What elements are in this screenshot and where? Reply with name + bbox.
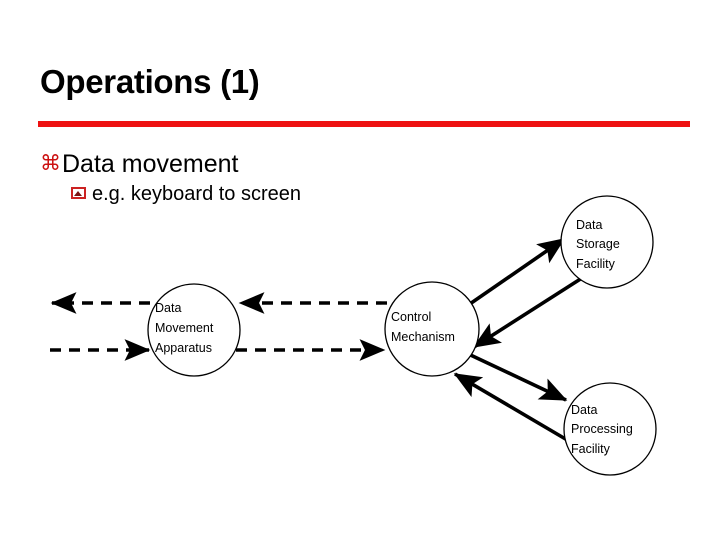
node-label-line-2: Storage bbox=[576, 237, 620, 251]
node-circle[interactable] bbox=[563, 382, 657, 476]
diagram-edges bbox=[50, 237, 583, 446]
node-data-movement-apparatus[interactable]: Data Movement Apparatus bbox=[147, 283, 241, 377]
boxed-caret-bullet-icon bbox=[70, 184, 92, 210]
node-control-mechanism[interactable]: Control Mechanism bbox=[384, 281, 480, 377]
node-label-line-3: Facility bbox=[571, 442, 611, 456]
node-label-line-1: Data bbox=[576, 218, 602, 232]
diagram-nodes: Data Movement Apparatus Control Mechanis… bbox=[147, 195, 657, 476]
node-label-line-2: Processing bbox=[571, 422, 633, 436]
title-divider-rule bbox=[38, 121, 690, 127]
node-label-line-2: Mechanism bbox=[391, 330, 455, 344]
list-item-data-movement: ⌘ Data movement bbox=[40, 150, 640, 179]
edge-control-to-storage bbox=[462, 237, 566, 310]
node-label-line-1: Data bbox=[571, 403, 597, 417]
list-item-example: e.g. keyboard to screen bbox=[70, 181, 640, 207]
node-circle[interactable] bbox=[384, 281, 480, 377]
edge-control-to-processing bbox=[461, 349, 568, 402]
bullet-list: ⌘ Data movement e.g. keyboard to screen bbox=[40, 150, 640, 207]
node-circle[interactable] bbox=[560, 195, 654, 289]
node-label-line-1: Control bbox=[391, 310, 431, 324]
page-title: Operations (1) bbox=[40, 63, 260, 100]
edge-processing-to-control bbox=[453, 372, 575, 446]
node-data-storage-facility[interactable]: Data Storage Facility bbox=[560, 195, 654, 289]
bullet-text-level2: e.g. keyboard to screen bbox=[92, 183, 302, 205]
bullet-caret-up-icon bbox=[74, 191, 82, 196]
command-bullet-icon: ⌘ bbox=[40, 152, 61, 175]
node-data-processing-facility[interactable]: Data Processing Facility bbox=[563, 382, 657, 476]
edge-storage-to-control bbox=[472, 276, 583, 349]
node-label-line-3: Apparatus bbox=[155, 341, 212, 355]
bullet-text-level1: Data movement bbox=[62, 150, 239, 178]
node-circle[interactable] bbox=[147, 283, 241, 377]
node-label-line-1: Data bbox=[155, 301, 181, 315]
node-label-line-2: Movement bbox=[155, 321, 214, 335]
node-label-line-3: Facility bbox=[576, 257, 616, 271]
